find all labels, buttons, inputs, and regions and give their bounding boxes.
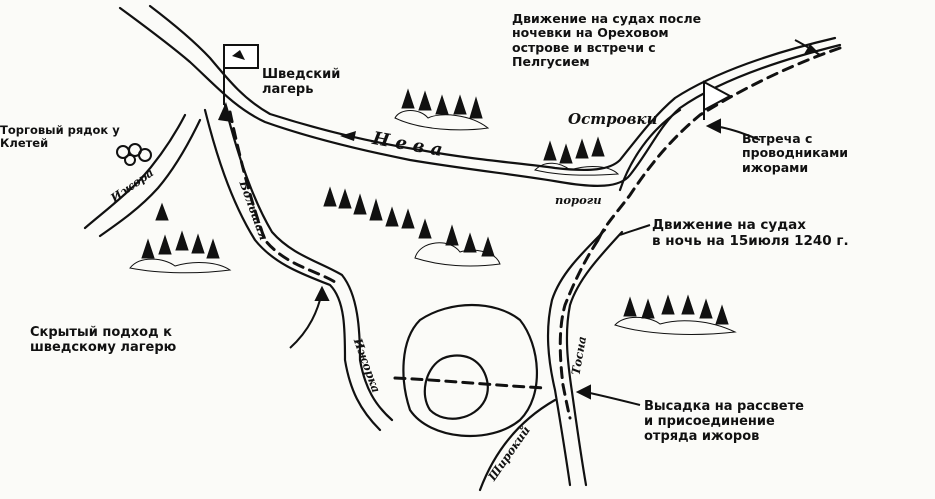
forest-icon [394, 88, 490, 131]
forest-icon [129, 230, 232, 274]
neva-river-south-bank [148, 4, 837, 172]
forest-icon [155, 202, 169, 221]
forest-icon [534, 136, 620, 176]
arrow-camp-approach [218, 102, 232, 122]
pointer-landing-head [575, 384, 591, 400]
river-izhora-bank [98, 118, 202, 238]
night-movement-label: Движение на судах в ночь на 15июля 1240 … [652, 217, 849, 249]
route-hidden-approach [228, 110, 337, 284]
swedish-camp-label: Шведский лагерь [262, 67, 341, 97]
village-icon [116, 143, 152, 166]
trading-village-label: Торговый рядок у Клетей [0, 123, 120, 151]
lake-outline [423, 354, 489, 420]
river-bolshaya-east-bank [223, 103, 394, 422]
movement-after-night-label: Движение на судах после ночевки на Орехо… [512, 11, 702, 70]
pointer-upper-right [794, 39, 821, 56]
neva-river-north-bank [118, 6, 842, 187]
neva-east-channel-west [618, 108, 682, 192]
river-izhora [83, 113, 187, 230]
landing-dawn-label: Высадка на рассвете и присоединение отря… [644, 399, 804, 444]
camp-flag-icon [223, 44, 259, 105]
route-overland [393, 376, 547, 390]
pointer-hidden-approach-head [314, 285, 330, 301]
pointer-landing [584, 391, 641, 406]
route-neva-to-rapids [596, 46, 842, 242]
forest-icon [614, 294, 737, 335]
hidden-approach-label: Скрытый подход к шведскому лагерю [30, 325, 177, 355]
rapids-label: пороги [555, 193, 602, 207]
pointer-night-movement [619, 224, 651, 236]
river-bolshaya-west-bank [203, 108, 382, 432]
route-down-tosna [558, 238, 600, 420]
ostrovki-label: Островки [568, 110, 658, 128]
arrow-neva-flow [340, 131, 356, 141]
river-shirokiy [478, 398, 557, 492]
forest-icon [323, 186, 501, 267]
river-tosna-west-bank [546, 228, 607, 487]
meeting-guides-label: Встреча с проводниками ижорами [742, 131, 849, 175]
river-tosna-east-bank [565, 230, 624, 487]
meeting-flag-icon [703, 80, 733, 120]
pointer-meeting-head [705, 118, 721, 134]
marsh-outline [402, 304, 539, 438]
